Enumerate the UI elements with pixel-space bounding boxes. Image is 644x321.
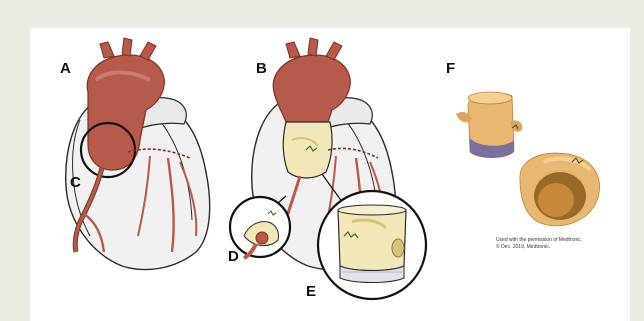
- graft-models-f: [456, 92, 600, 226]
- label-c: C: [70, 174, 81, 191]
- heart-diagram-a: [66, 38, 210, 270]
- credit-line-2: © Dec. 2019, Medtronic.: [496, 243, 550, 250]
- label-d: D: [228, 248, 239, 265]
- label-b: B: [256, 60, 267, 77]
- label-e: E: [306, 283, 316, 300]
- label-a: A: [60, 60, 71, 77]
- credit-line-1: Used with the permission of Medtronic.: [496, 237, 582, 243]
- inset-d: [230, 197, 290, 258]
- label-f: F: [446, 60, 455, 77]
- inset-e: [318, 191, 426, 299]
